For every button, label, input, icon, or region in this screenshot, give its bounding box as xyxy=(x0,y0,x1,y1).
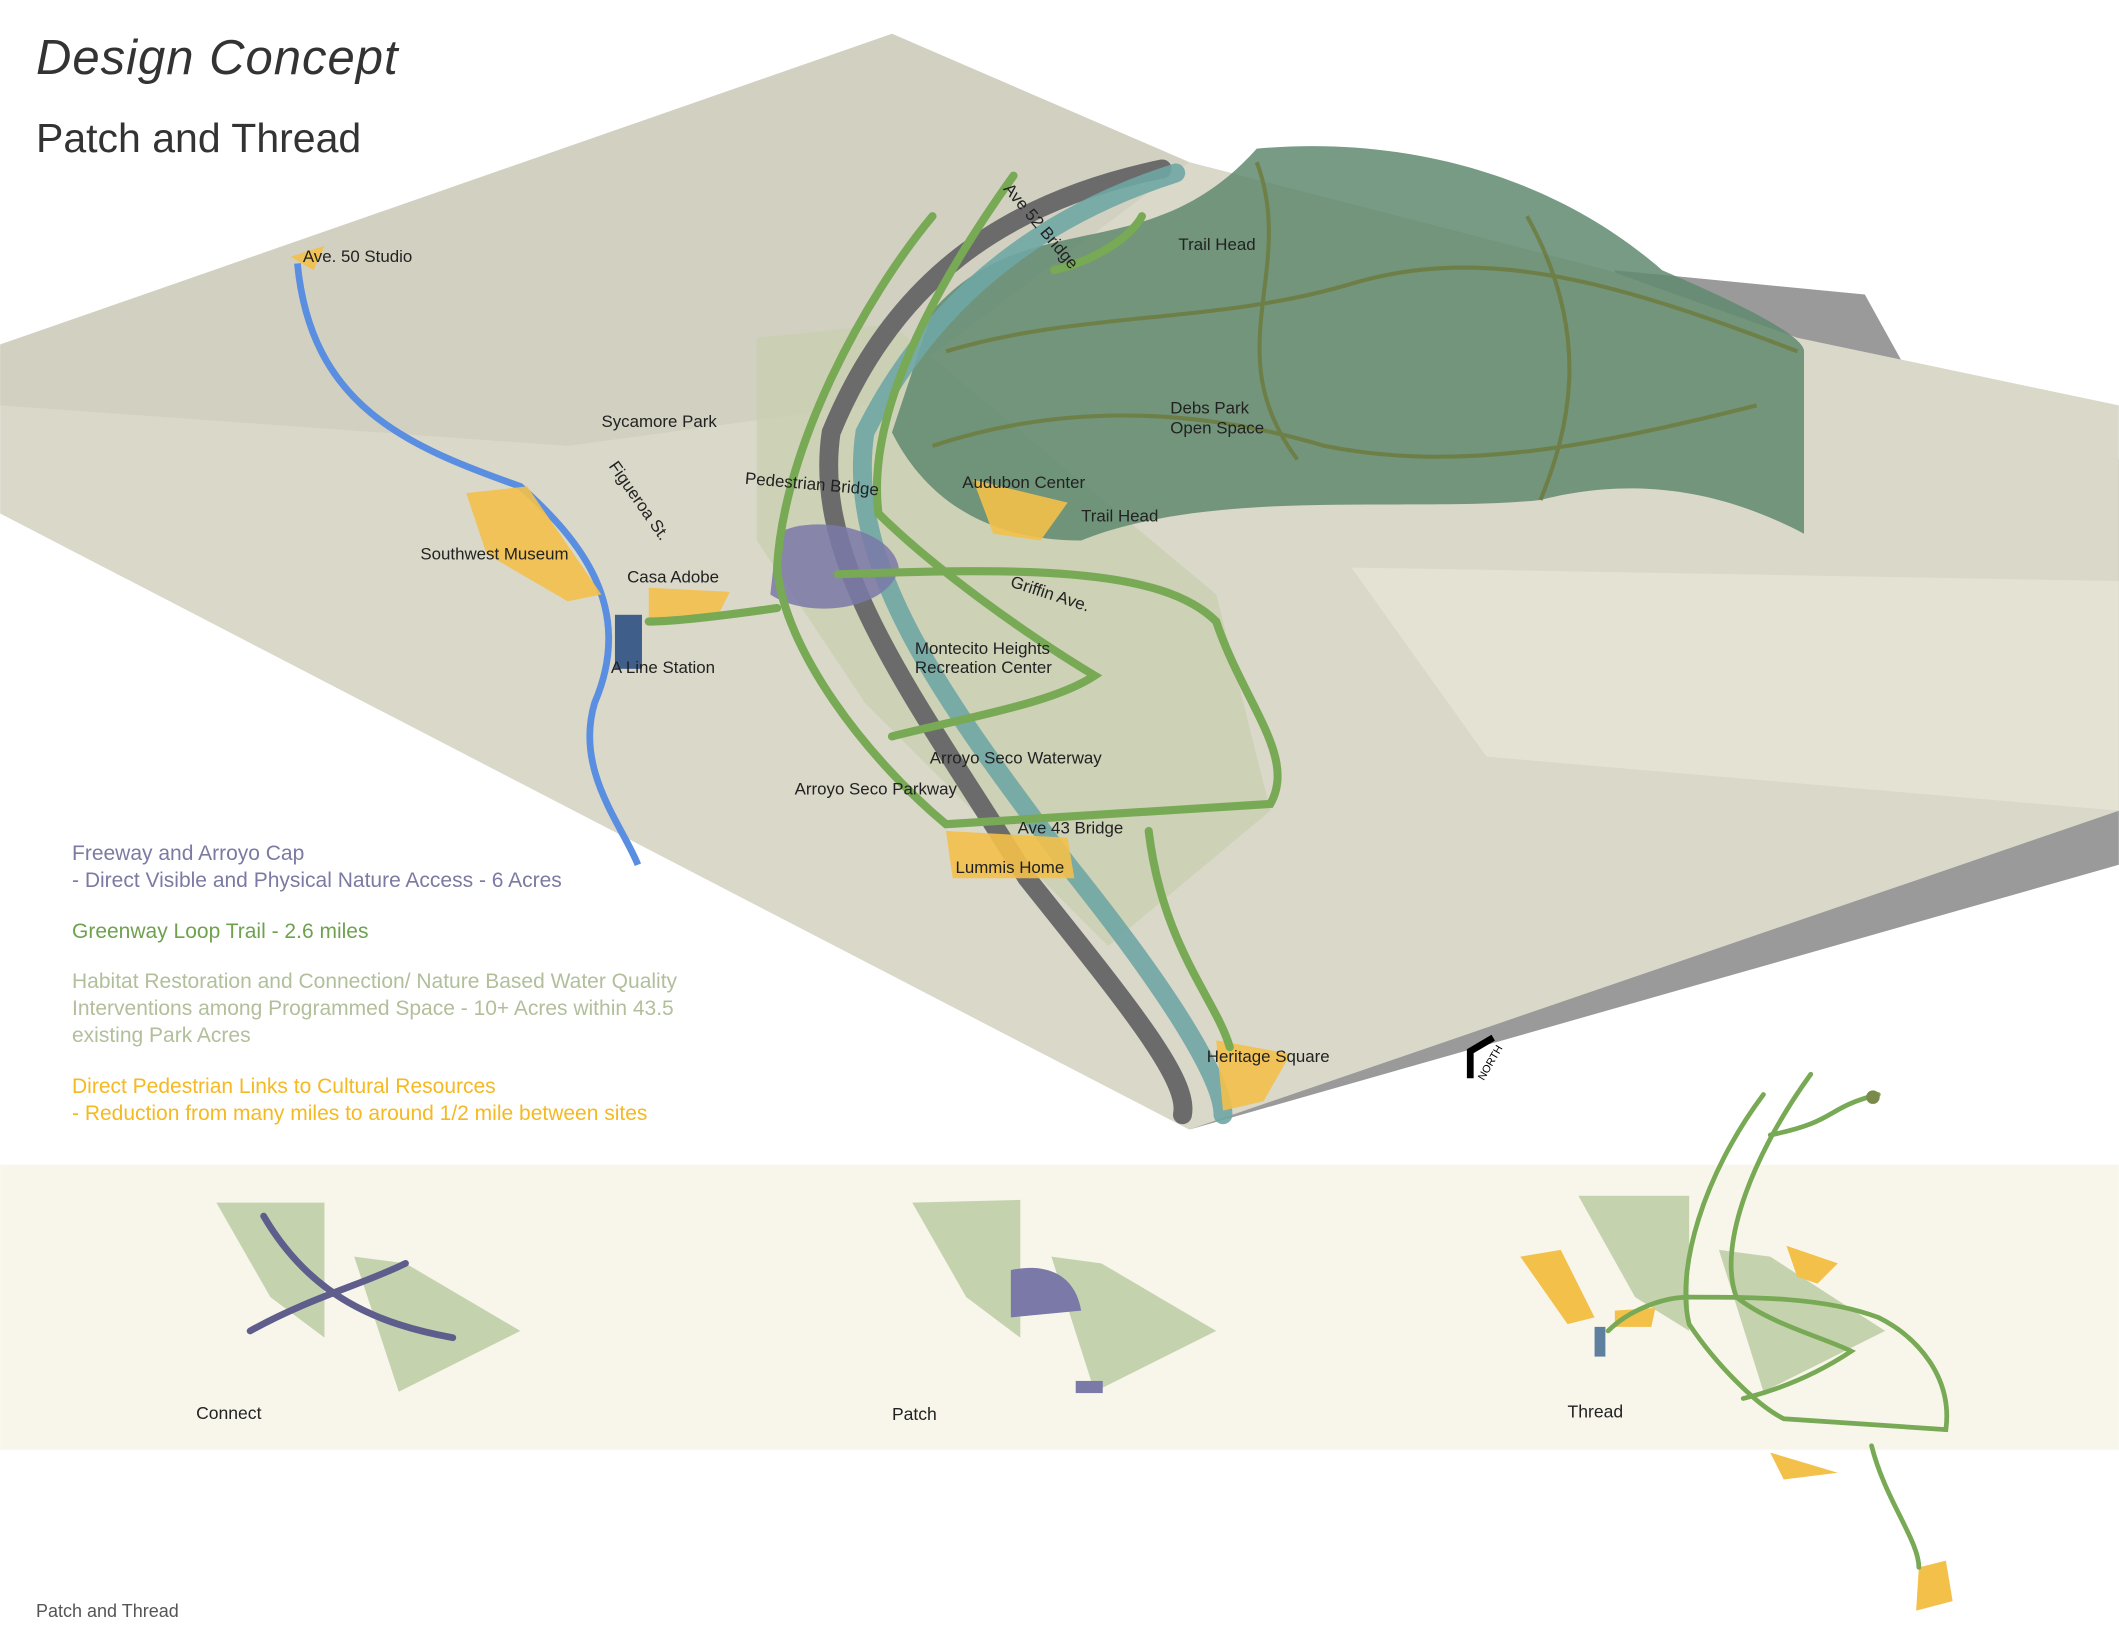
page-subtitle: Patch and Thread xyxy=(36,115,362,161)
label-casa-adobe: Casa Adobe xyxy=(627,567,719,586)
legend-pedestrian-links: Direct Pedestrian Links to Cultural Reso… xyxy=(72,1073,647,1127)
connect-label: Connect xyxy=(196,1403,261,1423)
label-arroyo-seco-parkway: Arroyo Seco Parkway xyxy=(795,780,958,799)
arroyo-seco-waterway xyxy=(852,163,1233,1125)
a-line-metro xyxy=(294,263,642,867)
label-trail-head-north: Trail Head xyxy=(1178,235,1255,254)
label-arroyo-seco-waterway: Arroyo Seco Waterway xyxy=(930,748,1102,767)
label-heritage-square: Heritage Square xyxy=(1207,1047,1330,1066)
legend-greenway-trail: Greenway Loop Trail - 2.6 miles xyxy=(72,918,368,945)
label-audubon-center: Audubon Center xyxy=(962,473,1085,492)
patch-label: Patch xyxy=(892,1404,937,1424)
greenway-loop-trail[interactable] xyxy=(644,171,1282,1052)
label-ave50-studio: Ave. 50 Studio xyxy=(303,247,412,266)
legend-line: Freeway and Arroyo Cap xyxy=(72,842,305,865)
legend-line: Habitat Restoration and Connection/ Natu… xyxy=(72,970,678,993)
label-debs-park: Debs Park xyxy=(1170,398,1249,417)
legend-line: - Reduction from many miles to around 1/… xyxy=(72,1102,648,1125)
label-lummis-home: Lummis Home xyxy=(955,858,1064,877)
label-trail-head-south: Trail Head xyxy=(1081,507,1158,526)
label-southwest-museum: Southwest Museum xyxy=(420,544,568,563)
thread-label: Thread xyxy=(1568,1401,1624,1421)
legend-line: Greenway Loop Trail - 2.6 miles xyxy=(72,920,369,943)
a-line-station-marker xyxy=(614,614,642,669)
label-recreation-center: Recreation Center xyxy=(915,658,1052,677)
habitat-area xyxy=(756,324,1271,946)
north-arrow: NORTH xyxy=(1466,1034,1505,1082)
label-open-space: Open Space xyxy=(1170,419,1264,438)
park-trails xyxy=(931,161,1798,501)
label-a-line-station: A Line Station xyxy=(611,658,715,677)
legend-line: Interventions among Programmed Space - 1… xyxy=(72,997,674,1020)
legend-habitat-restoration: Habitat Restoration and Connection/ Natu… xyxy=(72,968,677,1049)
north-label: NORTH xyxy=(1476,1043,1505,1082)
hillside xyxy=(1351,567,2119,811)
legend-freeway-cap: Freeway and Arroyo Cap - Direct Visible … xyxy=(72,840,562,894)
patch-diagram: Patch xyxy=(892,1199,1217,1424)
page-title: Design Concept xyxy=(36,31,399,85)
footer-caption: Patch and Thread xyxy=(36,1601,179,1621)
label-ave43-bridge: Ave 43 Bridge xyxy=(1018,819,1124,838)
label-montecito-heights: Montecito Heights xyxy=(915,639,1050,658)
thread-diagram: Thread xyxy=(1520,1071,1953,1611)
legend-line: - Direct Visible and Physical Nature Acc… xyxy=(72,869,562,892)
label-sycamore-park: Sycamore Park xyxy=(601,412,717,431)
legend-line: Direct Pedestrian Links to Cultural Reso… xyxy=(72,1075,496,1098)
legend-line: existing Park Acres xyxy=(72,1024,251,1047)
freeway-arroyo-cap[interactable] xyxy=(770,524,899,609)
connect-diagram: Connect xyxy=(196,1202,521,1423)
